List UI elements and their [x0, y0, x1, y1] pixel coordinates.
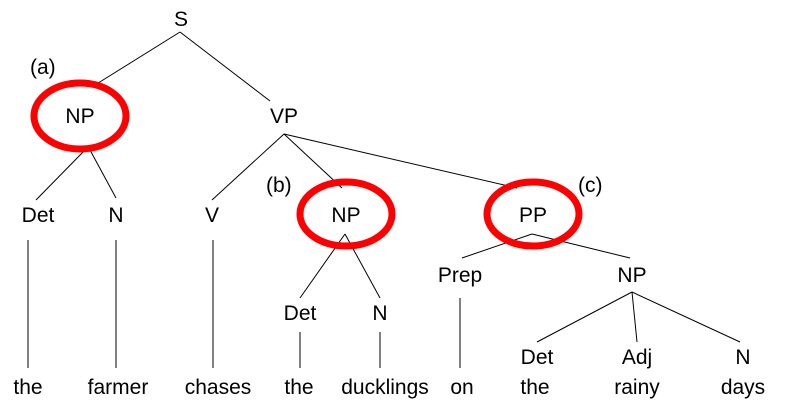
word-labels: the farmer chases the ducklings on the r…	[13, 376, 765, 399]
edge-np3-adj	[631, 291, 638, 343]
highlight-circle-a	[30, 79, 130, 153]
annotation-labels: (a) (b) (c)	[30, 56, 603, 197]
word-the-1: the	[13, 376, 42, 399]
node-v: V	[205, 204, 219, 227]
word-on: on	[450, 376, 473, 399]
node-vp: VP	[270, 105, 298, 128]
node-np-subject: NP	[65, 105, 94, 128]
word-ducklings: ducklings	[341, 376, 429, 399]
tree-edges	[27, 31, 741, 368]
edge-pp-prep	[461, 233, 533, 259]
word-the-3: the	[520, 376, 549, 399]
node-det-object: Det	[284, 302, 317, 325]
edge-vp-v	[211, 133, 285, 201]
edge-vp-pp	[283, 133, 518, 189]
edge-np-n	[89, 149, 117, 199]
node-labels: S NP VP Det N V NP PP Det N Prep NP Det …	[22, 8, 751, 369]
edge-np3-det	[536, 291, 633, 343]
node-adj-pp: Adj	[622, 346, 652, 369]
edge-np-det	[35, 149, 86, 201]
node-pp: PP	[519, 204, 547, 227]
node-s: S	[174, 8, 188, 31]
annotation-b: (b)	[266, 174, 292, 197]
node-det-subject: Det	[22, 204, 55, 227]
word-farmer: farmer	[88, 376, 149, 399]
node-prep: Prep	[438, 264, 482, 287]
edge-vp-np	[283, 133, 343, 189]
node-n-object: N	[372, 302, 387, 325]
word-chases: chases	[185, 376, 252, 399]
annotation-c: (c)	[578, 174, 603, 197]
highlight-circle-c	[483, 178, 583, 250]
edge-s-vp	[179, 31, 271, 102]
word-rainy: rainy	[614, 376, 660, 399]
node-np-object: NP	[331, 204, 360, 227]
edge-pp-np	[531, 233, 631, 259]
word-the-2: the	[284, 376, 313, 399]
highlight-circles	[30, 79, 583, 250]
word-days: days	[721, 376, 765, 399]
node-n-subject: N	[108, 204, 123, 227]
annotation-a: (a)	[30, 56, 56, 79]
node-np-pp: NP	[617, 264, 646, 287]
edge-s-np	[94, 31, 181, 86]
node-n-pp: N	[735, 346, 750, 369]
node-det-pp: Det	[521, 346, 554, 369]
highlight-circle-b	[296, 178, 396, 250]
edge-np3-n	[631, 291, 741, 343]
